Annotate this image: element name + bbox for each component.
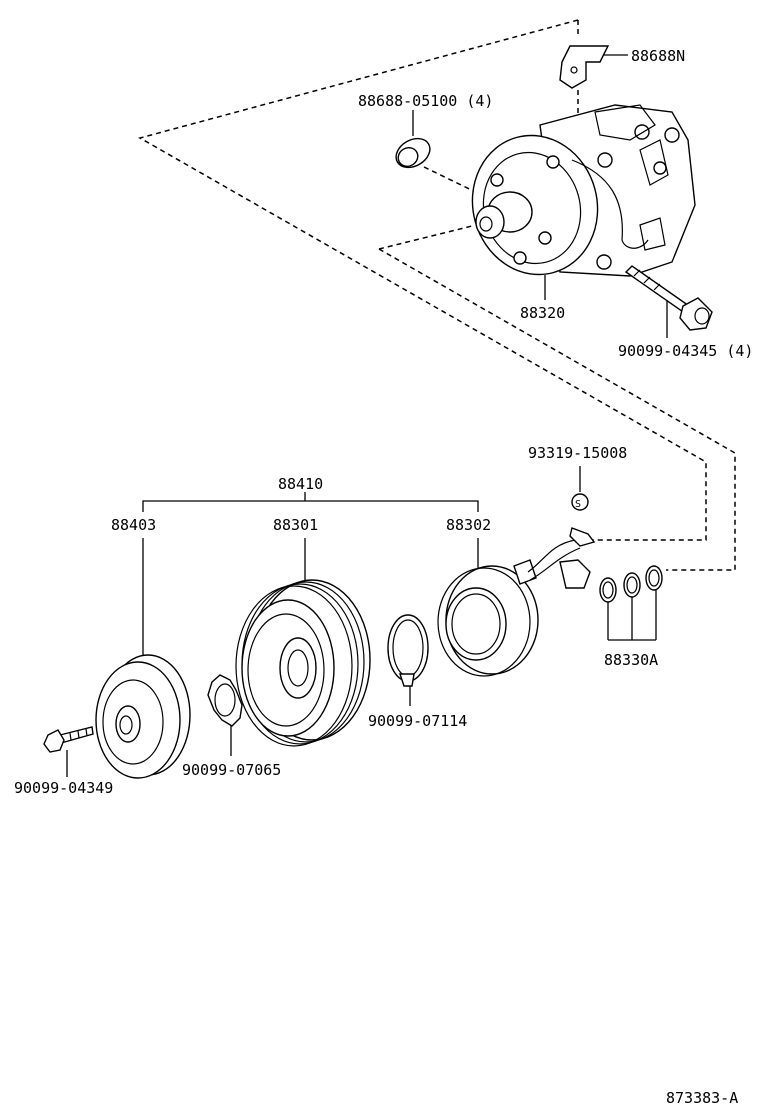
pulley-part <box>235 538 371 747</box>
plate-bolt-part <box>43 726 94 777</box>
shim-set-part <box>599 565 663 641</box>
label-pulley: 88301 <box>273 516 318 534</box>
label-bracket: 88688N <box>631 47 685 65</box>
label-compressor-bolt: 90099-04345 (4) <box>618 342 753 360</box>
compressor-part <box>471 104 696 300</box>
label-shim: 90099-07065 <box>182 761 281 779</box>
label-compressor: 88320 <box>520 304 565 322</box>
clutch-assembly-bracket <box>142 492 479 512</box>
label-shim-set: 88330A <box>604 651 658 669</box>
bearing-part <box>395 110 431 169</box>
stator-part <box>437 538 591 677</box>
label-clutch-assembly: 88410 <box>278 475 323 493</box>
s-mark-symbol: S <box>575 499 581 510</box>
snap-ring-part <box>387 614 429 706</box>
label-pressure-plate: 88403 <box>111 516 156 534</box>
label-bearing: 88688-05100 (4) <box>358 92 493 110</box>
pressure-plate-part <box>95 538 191 779</box>
label-snap-ring: 90099-07114 <box>368 712 467 730</box>
compressor-bolt-part <box>624 265 713 338</box>
figure-id: 873383-A <box>666 1089 738 1107</box>
sensor-clip-part <box>569 466 596 547</box>
shim-part <box>207 674 243 756</box>
label-stator: 88302 <box>446 516 491 534</box>
bracket-part <box>559 45 628 89</box>
label-sensor-clip: 93319-15008 <box>528 444 627 462</box>
label-plate-bolt: 90099-04349 <box>14 779 113 797</box>
